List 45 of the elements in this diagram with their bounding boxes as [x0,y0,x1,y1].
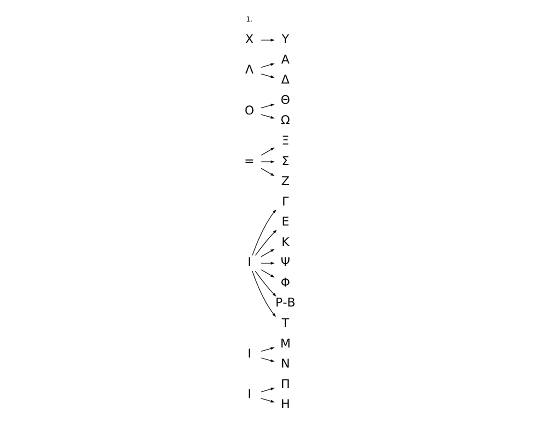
arrow [254,270,276,297]
arrow [260,104,275,108]
arrow [260,248,275,257]
node-text: Ν [280,356,290,371]
node-text: Υ [282,32,290,46]
node-text: Ξ [282,133,290,148]
arrow [260,262,275,265]
arrow [255,230,277,256]
node-text: Ι [248,255,252,270]
node-text: Α [281,52,290,66]
arrow [260,388,275,392]
node-text: Ι [248,346,252,361]
node-text: Ο [244,103,254,118]
node-text: Ε [282,214,290,229]
arrow [252,209,276,256]
arrow [260,160,275,164]
node-text: Κ [281,234,290,249]
node-text: Η [280,397,290,412]
arrow [260,148,275,156]
arrow [260,358,275,362]
arrow [260,269,275,278]
node-text: = [244,154,254,168]
arrow [260,114,275,119]
node-text: Θ [280,92,290,107]
arrow [260,168,275,176]
node-text: Λ [245,62,254,77]
arrow [260,347,275,352]
node-text: Μ [280,336,291,350]
node-text: Σ [282,154,290,168]
node-text: Ω [280,113,290,128]
node-text: Τ [282,316,290,330]
node-text: Π [280,376,290,391]
arrow [260,63,275,68]
node-text: Δ [281,72,290,87]
node-text: Φ [280,275,290,290]
node-text: Χ [245,32,254,46]
node-text: Ψ [280,255,290,270]
node-text: Ρ-Β [275,296,296,310]
arrow [260,38,275,42]
node-text: Ι [248,387,252,402]
node-text: Ζ [281,174,290,188]
arrow [260,398,275,402]
arrow [252,270,276,317]
node-text: Γ [282,194,289,208]
arrow [260,74,275,78]
